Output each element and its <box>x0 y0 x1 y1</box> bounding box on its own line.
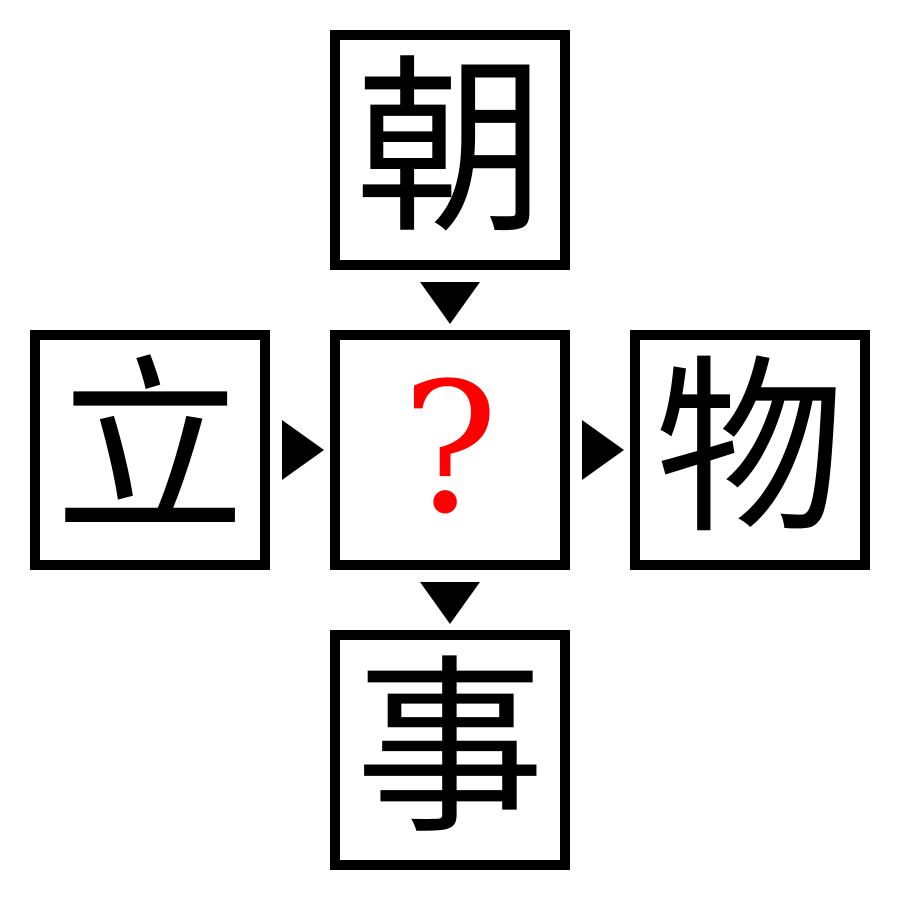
right-kanji-box: 物 <box>630 330 870 570</box>
right-triangle-icon <box>582 420 624 480</box>
top-kanji: 朝 <box>354 39 545 260</box>
down-triangle-icon <box>420 282 480 324</box>
bottom-kanji: 事 <box>354 639 545 860</box>
top-kanji-box: 朝 <box>330 30 570 270</box>
right-kanji: 物 <box>654 339 845 560</box>
right-triangle-icon <box>282 420 324 480</box>
bottom-kanji-box: 事 <box>330 630 570 870</box>
question-mark: ? <box>401 345 499 554</box>
left-kanji: 立 <box>54 339 245 560</box>
left-kanji-box: 立 <box>30 330 270 570</box>
center-answer-box[interactable]: ? <box>330 330 570 570</box>
down-triangle-icon <box>420 582 480 624</box>
